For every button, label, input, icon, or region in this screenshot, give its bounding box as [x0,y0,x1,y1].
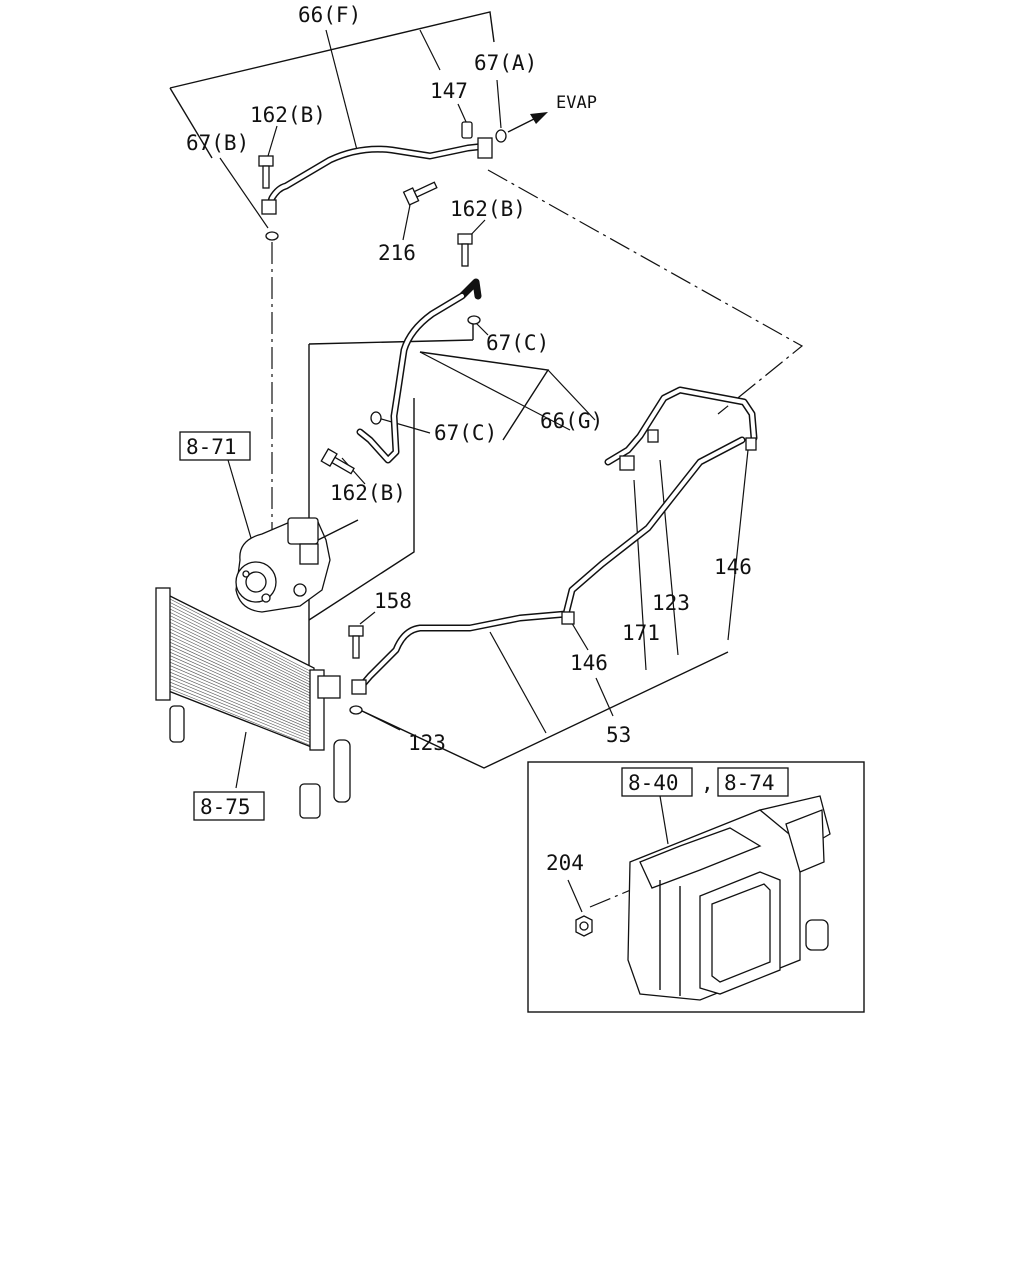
o-ring-67c-lower [370,411,382,425]
label-162b-middle: 162(B) [450,197,526,221]
nut-204 [575,915,593,937]
label-67c-lower: 67(C) [434,421,497,445]
ref-box-8-75 [193,791,265,821]
condenser-fin [167,617,313,689]
condenser-fin [167,614,313,686]
label-67c-upper: 67(C) [486,331,549,355]
bolt-216 [402,181,438,206]
valve-cap-147 [461,121,473,139]
fittings [258,121,757,715]
condenser-fitting-block [351,679,367,695]
condenser-fin [167,604,313,678]
clamp-171 [619,455,635,471]
label-67a: 67(A) [474,51,537,75]
condenser-fin [167,661,313,725]
label-158: 158 [374,589,412,613]
ref-box-8-71 [179,431,251,461]
label-67b: 67(B) [186,131,249,155]
compressor [235,517,359,613]
condenser-fin [167,637,313,706]
bracket-lines [169,11,749,913]
condenser-fin [167,641,313,708]
clamp-146 [745,437,757,451]
label-171: 171 [622,621,660,645]
refrigerant-pipes [264,142,758,694]
condenser-fin [167,621,313,692]
o-ring-67c-upper [467,315,481,325]
o-ring-67a [495,129,507,143]
condenser-fin [167,651,313,717]
condenser-fin [167,634,313,703]
condenser-fin [167,681,313,741]
condenser-fin [167,624,313,695]
condenser-fin [167,644,313,711]
ref-box-8-74 [717,767,789,797]
compressor-fitting-block [261,199,277,215]
condenser-fin [167,667,313,730]
callout-labels: 66(F) 67(A) 147 EVAP 162(B) 67(B) 216 16… [186,3,775,875]
clamp-123 [647,429,659,443]
condenser-fin [167,671,313,733]
label-147: 147 [430,79,468,103]
label-204: 204 [546,851,584,875]
condenser-fin [167,627,313,697]
label-123-lower: 123 [408,731,446,755]
condenser-fin [167,631,313,700]
label-162b-lower: 162(B) [330,481,406,505]
label-162b-top: 162(B) [250,103,326,127]
label-146-lower: 146 [570,651,608,675]
label-evap: EVAP [556,93,597,113]
condenser-fin [167,654,313,719]
receiver-drier [333,739,351,803]
condenser-fin [167,611,313,684]
label-216: 216 [378,241,416,265]
o-ring-123-lower [349,705,363,715]
condenser-fin [167,684,313,744]
bolt-158 [348,625,364,659]
condenser-fin [167,664,313,728]
label-comma: , [701,771,714,795]
liquid-line-146 [354,436,746,694]
reference-boxes [179,431,789,821]
ref-8-74: 8-74 [724,771,775,795]
label-66f: 66(F) [298,3,361,27]
condenser [155,587,351,819]
label-53: 53 [606,723,631,747]
evap-arrow [507,112,548,133]
label-146-right: 146 [714,555,752,579]
condenser-fin [167,601,313,676]
bolt-162b-top [258,155,274,189]
condenser-fin [167,677,313,739]
bolt-162b-lower [320,448,355,475]
condenser-fin [167,597,313,673]
o-ring-67b [265,231,279,241]
evap-fitting-block [477,137,493,159]
clamp-146-lower [561,611,575,625]
ref-box-8-40 [621,767,693,797]
condenser-fin [167,687,313,747]
condenser-fin [167,607,313,681]
ref-8-71: 8-71 [186,435,237,459]
label-66g: 66(G) [540,409,603,433]
condenser-fin [167,674,313,736]
evaporator-unit [627,795,831,1001]
condenser-fin [167,657,313,722]
ref-8-40: 8-40 [628,771,679,795]
ref-8-75: 8-75 [200,795,251,819]
condenser-fin [167,647,313,714]
bolt-162b-middle [457,233,473,267]
label-123-right: 123 [652,591,690,615]
inset-box [527,761,865,1013]
